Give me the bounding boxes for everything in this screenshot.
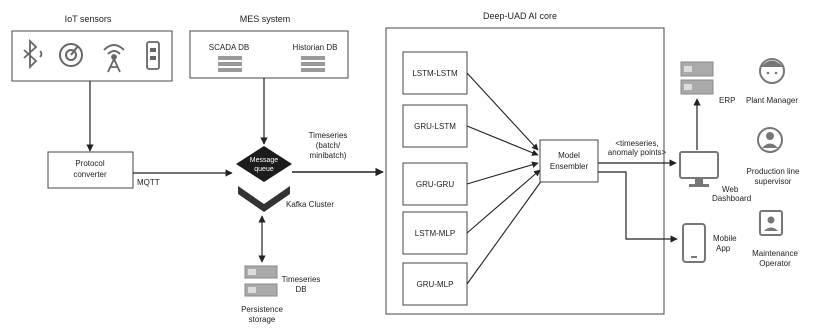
model-box-lstm-lstm [402, 51, 468, 95]
arrow-gru-gru-to-ensembler [466, 161, 539, 185]
mobile-app-line-2: App [716, 244, 731, 253]
supervisor-icon [757, 127, 783, 153]
iot-sensors-box [11, 30, 173, 82]
plant-manager-icon [759, 58, 785, 84]
signal-radar-icon [59, 43, 83, 67]
web-dashboard-line-1: Web [722, 185, 739, 194]
arrow-lstm-lstm-to-ensembler [466, 72, 539, 151]
monitor-icon [679, 151, 719, 187]
message-queue-line-1: Message [250, 157, 279, 164]
timeseries-flow-line-2: (batch/ [316, 141, 341, 150]
plant-manager-label: Plant Manager [746, 96, 798, 105]
arrow-gru-mlp-to-ensembler [466, 175, 546, 285]
maintenance-line-2: Operator [759, 259, 791, 268]
timeseries-db-icon [244, 265, 278, 297]
persistence-storage-line-1: Persistence [241, 305, 283, 314]
kafka-cluster-label: Kafka Cluster [286, 200, 334, 209]
core-section-title: Deep-UAD AI core [483, 11, 557, 21]
arrow-gru-lstm-to-ensembler [466, 125, 539, 156]
arrow-lstm-mlp-to-ensembler [466, 169, 541, 234]
maintenance-operator-icon [759, 210, 783, 236]
scada-db-label: SCADA DB [209, 43, 249, 52]
output-flow-line-1: <timeseries, [615, 139, 658, 148]
historian-db-icon [301, 56, 325, 72]
persistence-storage-line-2: storage [249, 315, 276, 324]
iot-section-title: IoT sensors [65, 14, 112, 24]
erp-label: ERP [719, 96, 735, 105]
supervisor-line-1: Production line [747, 167, 800, 176]
timeseries-db-line-2: DB [295, 285, 306, 294]
mobile-phone-icon [682, 223, 706, 263]
model-label-lstm-lstm: LSTM-LSTM [412, 69, 458, 78]
timeseries-flow-line-3: minibatch) [310, 151, 347, 160]
model-box-gru-mlp [402, 262, 468, 306]
historian-db-label: Historian DB [293, 43, 338, 52]
timeseries-db-line-1: Timeseries [282, 275, 321, 284]
kafka-cluster-icon [236, 146, 292, 212]
mqtt-label: MQTT [137, 178, 160, 187]
antenna-icon [103, 44, 125, 73]
supervisor-line-2: supervisor [755, 177, 792, 186]
mes-section-title: MES system [240, 14, 291, 24]
model-label-lstm-mlp: LSTM-MLP [415, 229, 455, 238]
erp-server-icon [680, 61, 714, 95]
scada-db-icon [218, 56, 242, 72]
model-label-gru-mlp: GRU-MLP [417, 280, 454, 289]
model-ensembler-line-2: Ensembler [550, 162, 589, 171]
timeseries-flow-line-1: Timeseries [309, 131, 348, 140]
sensor-device-icon [146, 41, 160, 70]
protocol-converter-line-1: Protocol [75, 159, 105, 168]
maintenance-line-1: Maintenance [752, 249, 798, 258]
protocol-converter-box [47, 151, 134, 189]
arrow-ensembler-to-mobile [598, 171, 678, 243]
model-ensembler-line-1: Model [558, 151, 580, 160]
bluetooth-icon [23, 38, 43, 70]
web-dashboard-line-2: Dashboard [712, 194, 751, 203]
model-box-gru-gru [402, 162, 468, 206]
model-ensembler-box [539, 139, 599, 183]
model-label-gru-lstm: GRU-LSTM [414, 122, 456, 131]
message-queue-line-2: queue [254, 166, 274, 173]
output-flow-line-2: anomaly points> [608, 148, 667, 157]
mobile-app-line-1: Mobile [713, 234, 737, 243]
protocol-converter-line-2: converter [73, 170, 107, 179]
model-label-gru-gru: GRU-GRU [416, 180, 454, 189]
